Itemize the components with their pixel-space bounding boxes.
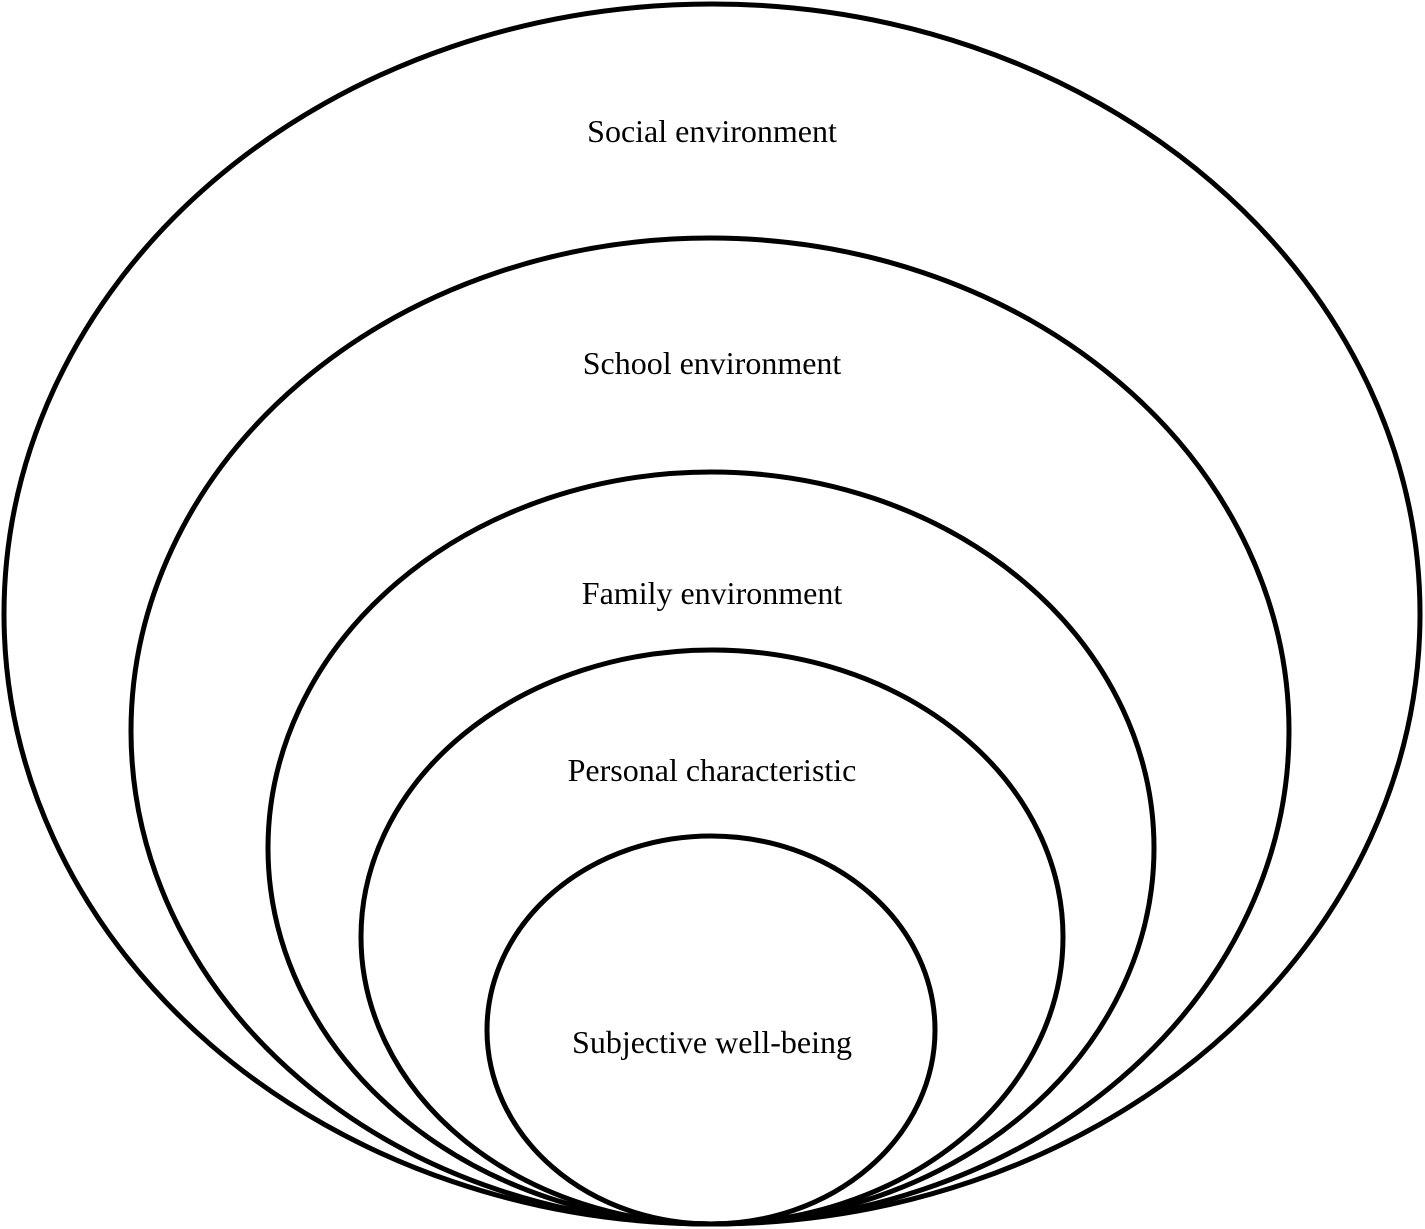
ring-label-school-environment: School environment: [583, 345, 842, 381]
ring-outline-school-environment: [128, 235, 1292, 1227]
ring-school-environment: School environment: [128, 235, 1292, 1227]
ring-outline-subjective-well-being: [484, 833, 938, 1227]
ring-subjective-well-being: Subjective well-being: [484, 833, 938, 1227]
ring-personal-characteristic: Personal characteristic: [358, 647, 1066, 1227]
ring-label-social-environment: Social environment: [587, 113, 837, 149]
ring-label-personal-characteristic: Personal characteristic: [568, 752, 857, 788]
ring-family-environment: Family environment: [265, 469, 1157, 1227]
ring-label-family-environment: Family environment: [582, 575, 843, 611]
ring-label-subjective-well-being: Subjective well-being: [572, 1024, 852, 1060]
ring-outline-personal-characteristic: [358, 647, 1066, 1227]
